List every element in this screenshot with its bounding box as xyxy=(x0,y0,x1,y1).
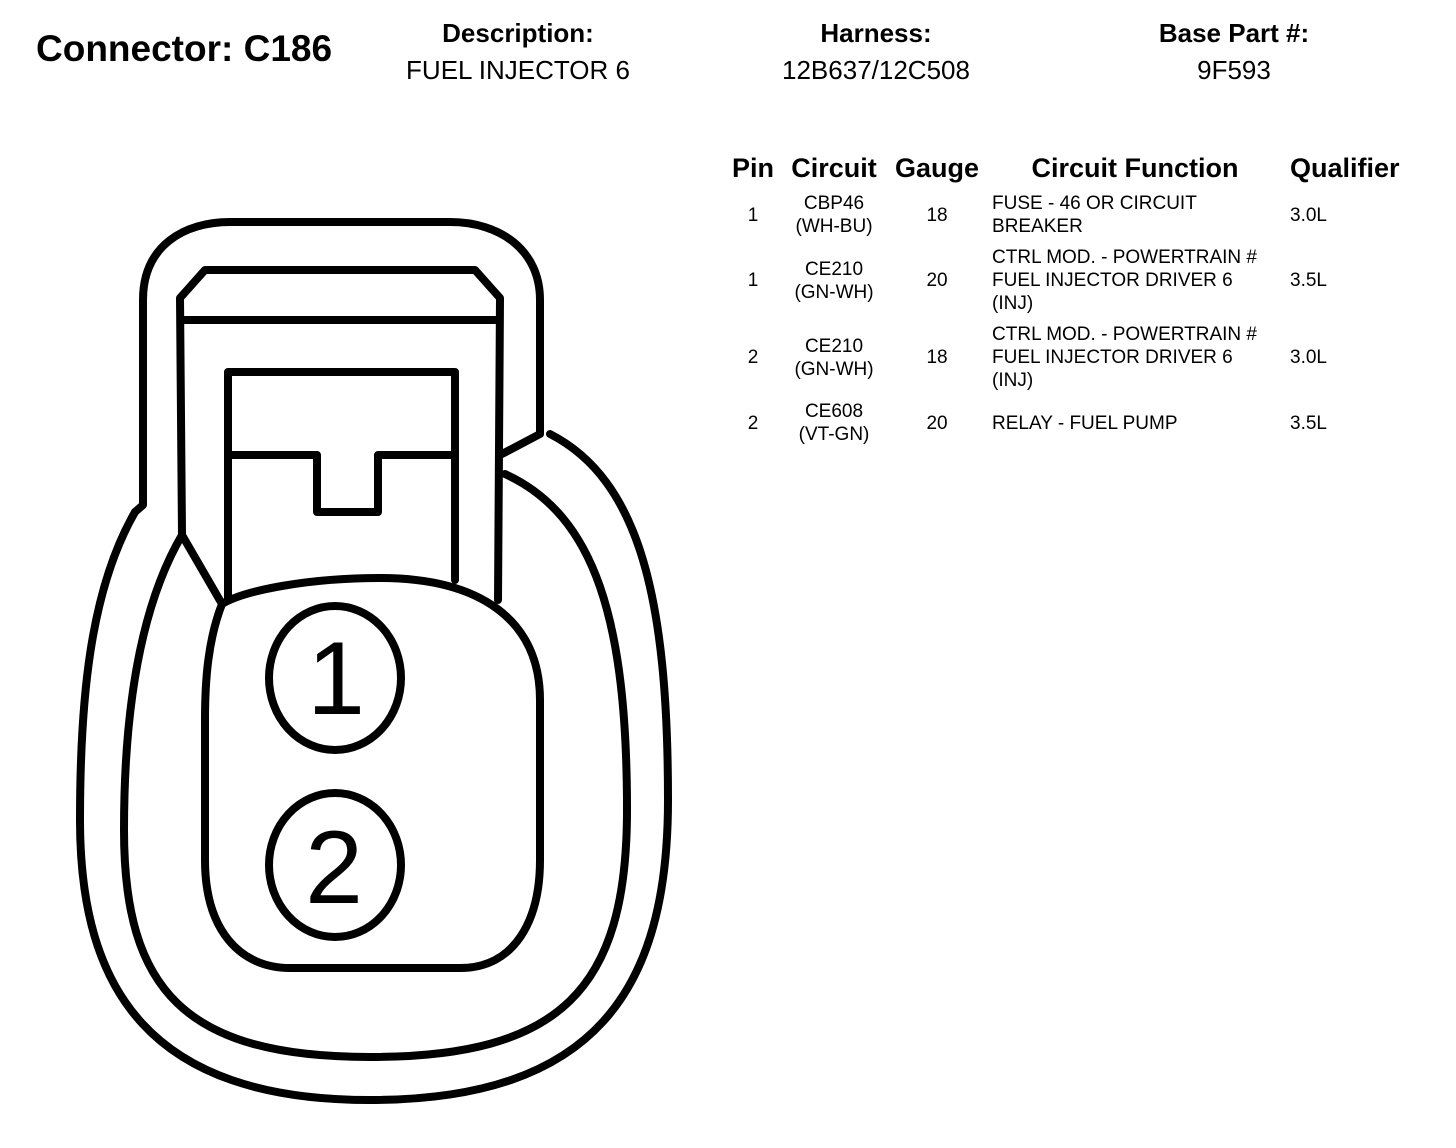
cell-circuit: CE210 (GN-WH) xyxy=(780,323,888,400)
column-header-circuit: Circuit xyxy=(791,153,877,183)
base-part-block: Base Part #: 9F593 xyxy=(1114,16,1354,90)
column-header-circuit-function: Circuit Function xyxy=(1031,153,1239,183)
cell-circuit: CE608 (VT-GN) xyxy=(780,400,888,454)
cell-pin: 1 xyxy=(747,270,759,291)
cell-qualifier: 3.5L xyxy=(1290,270,1327,291)
lock-tab-outer-outline xyxy=(131,218,544,516)
harness-label: Harness: xyxy=(820,18,932,48)
table-row: 2 CE210 (GN-WH) 18 CTRL MOD. - POWERTRAI… xyxy=(726,323,1406,400)
lock-tab-inner-outline xyxy=(176,266,504,604)
cell-qualifier: 3.5L xyxy=(1290,412,1327,434)
housing-outer-outline xyxy=(76,430,672,1104)
cell-qualifier: 3.0L xyxy=(1290,347,1327,368)
cell-gauge: 18 xyxy=(926,204,948,226)
housing-inner-outline xyxy=(120,470,631,1061)
cell-qualifier: 3.0L xyxy=(1290,204,1327,226)
circuit-code: CE210 xyxy=(804,335,864,357)
cell-circuit-function: CTRL MOD. - POWERTRAIN # FUEL INJECTOR D… xyxy=(992,324,1257,391)
lock-tab-side-slope xyxy=(178,531,226,608)
circuit-code: CE608 xyxy=(804,401,864,422)
cell-gauge: 20 xyxy=(926,270,948,291)
base-part-label: Base Part #: xyxy=(1158,18,1310,48)
circuit-color: (GN-WH) xyxy=(794,358,874,380)
cell-circuit: CBP46 (WH-BU) xyxy=(780,192,888,246)
cell-pin: 2 xyxy=(747,347,759,368)
latch-window-outline xyxy=(224,368,459,604)
column-header-pin: Pin xyxy=(732,153,775,183)
pin-1: 1 xyxy=(265,602,405,754)
connector-face-diagram: 1 2 xyxy=(76,218,672,1104)
harness-block: Harness: 12B637/12C508 xyxy=(756,16,996,90)
column-header-qualifier: Qualifier xyxy=(1290,153,1400,183)
cell-gauge: 20 xyxy=(926,412,948,434)
column-header-gauge: Gauge xyxy=(895,153,980,183)
pin-2-circle xyxy=(265,789,405,941)
description-label: Description: xyxy=(442,18,594,48)
description-value: FUEL INJECTOR 6 xyxy=(406,55,630,85)
pin-1-circle xyxy=(265,602,405,754)
base-part-value: 9F593 xyxy=(1197,55,1271,85)
cell-pin: 2 xyxy=(747,412,759,434)
pin-2-label: 2 xyxy=(305,810,363,926)
connector-title: Connector: C186 xyxy=(36,28,333,69)
pin-1-label: 1 xyxy=(307,621,365,737)
cell-circuit-function: CTRL MOD. - POWERTRAIN # FUEL INJECTOR D… xyxy=(992,247,1257,314)
table-header-row: Pin Circuit Gauge Circuit Function Quali… xyxy=(726,150,1406,192)
circuit-code: CE210 xyxy=(804,258,864,280)
circuit-color: (WH-BU) xyxy=(795,216,873,237)
harness-value: 12B637/12C508 xyxy=(782,55,970,85)
cell-gauge: 18 xyxy=(926,347,948,368)
description-block: Description: FUEL INJECTOR 6 xyxy=(398,16,638,90)
table-row: 2 CE608 (VT-GN) 20 RELAY - FUEL PUMP 3.5… xyxy=(726,400,1406,454)
table-row: 1 CBP46 (WH-BU) 18 FUSE - 46 OR CIRCUIT … xyxy=(726,192,1406,246)
circuit-code: CBP46 xyxy=(803,193,865,214)
cell-pin: 1 xyxy=(747,204,759,226)
pin-table: Pin Circuit Gauge Circuit Function Quali… xyxy=(726,150,1406,454)
cell-circuit-function: FUSE - 46 OR CIRCUIT BREAKER xyxy=(992,193,1197,237)
cell-circuit-function: RELAY - FUEL PUMP xyxy=(992,412,1178,434)
cell-circuit: CE210 (GN-WH) xyxy=(780,246,888,323)
pin-2: 2 xyxy=(265,789,405,941)
table-row: 1 CE210 (GN-WH) 20 CTRL MOD. - POWERTRAI… xyxy=(726,246,1406,323)
latch-ledge xyxy=(224,451,459,516)
circuit-color: (VT-GN) xyxy=(798,424,870,445)
pin-cavity-outline xyxy=(201,574,544,972)
circuit-color: (GN-WH) xyxy=(794,281,874,303)
